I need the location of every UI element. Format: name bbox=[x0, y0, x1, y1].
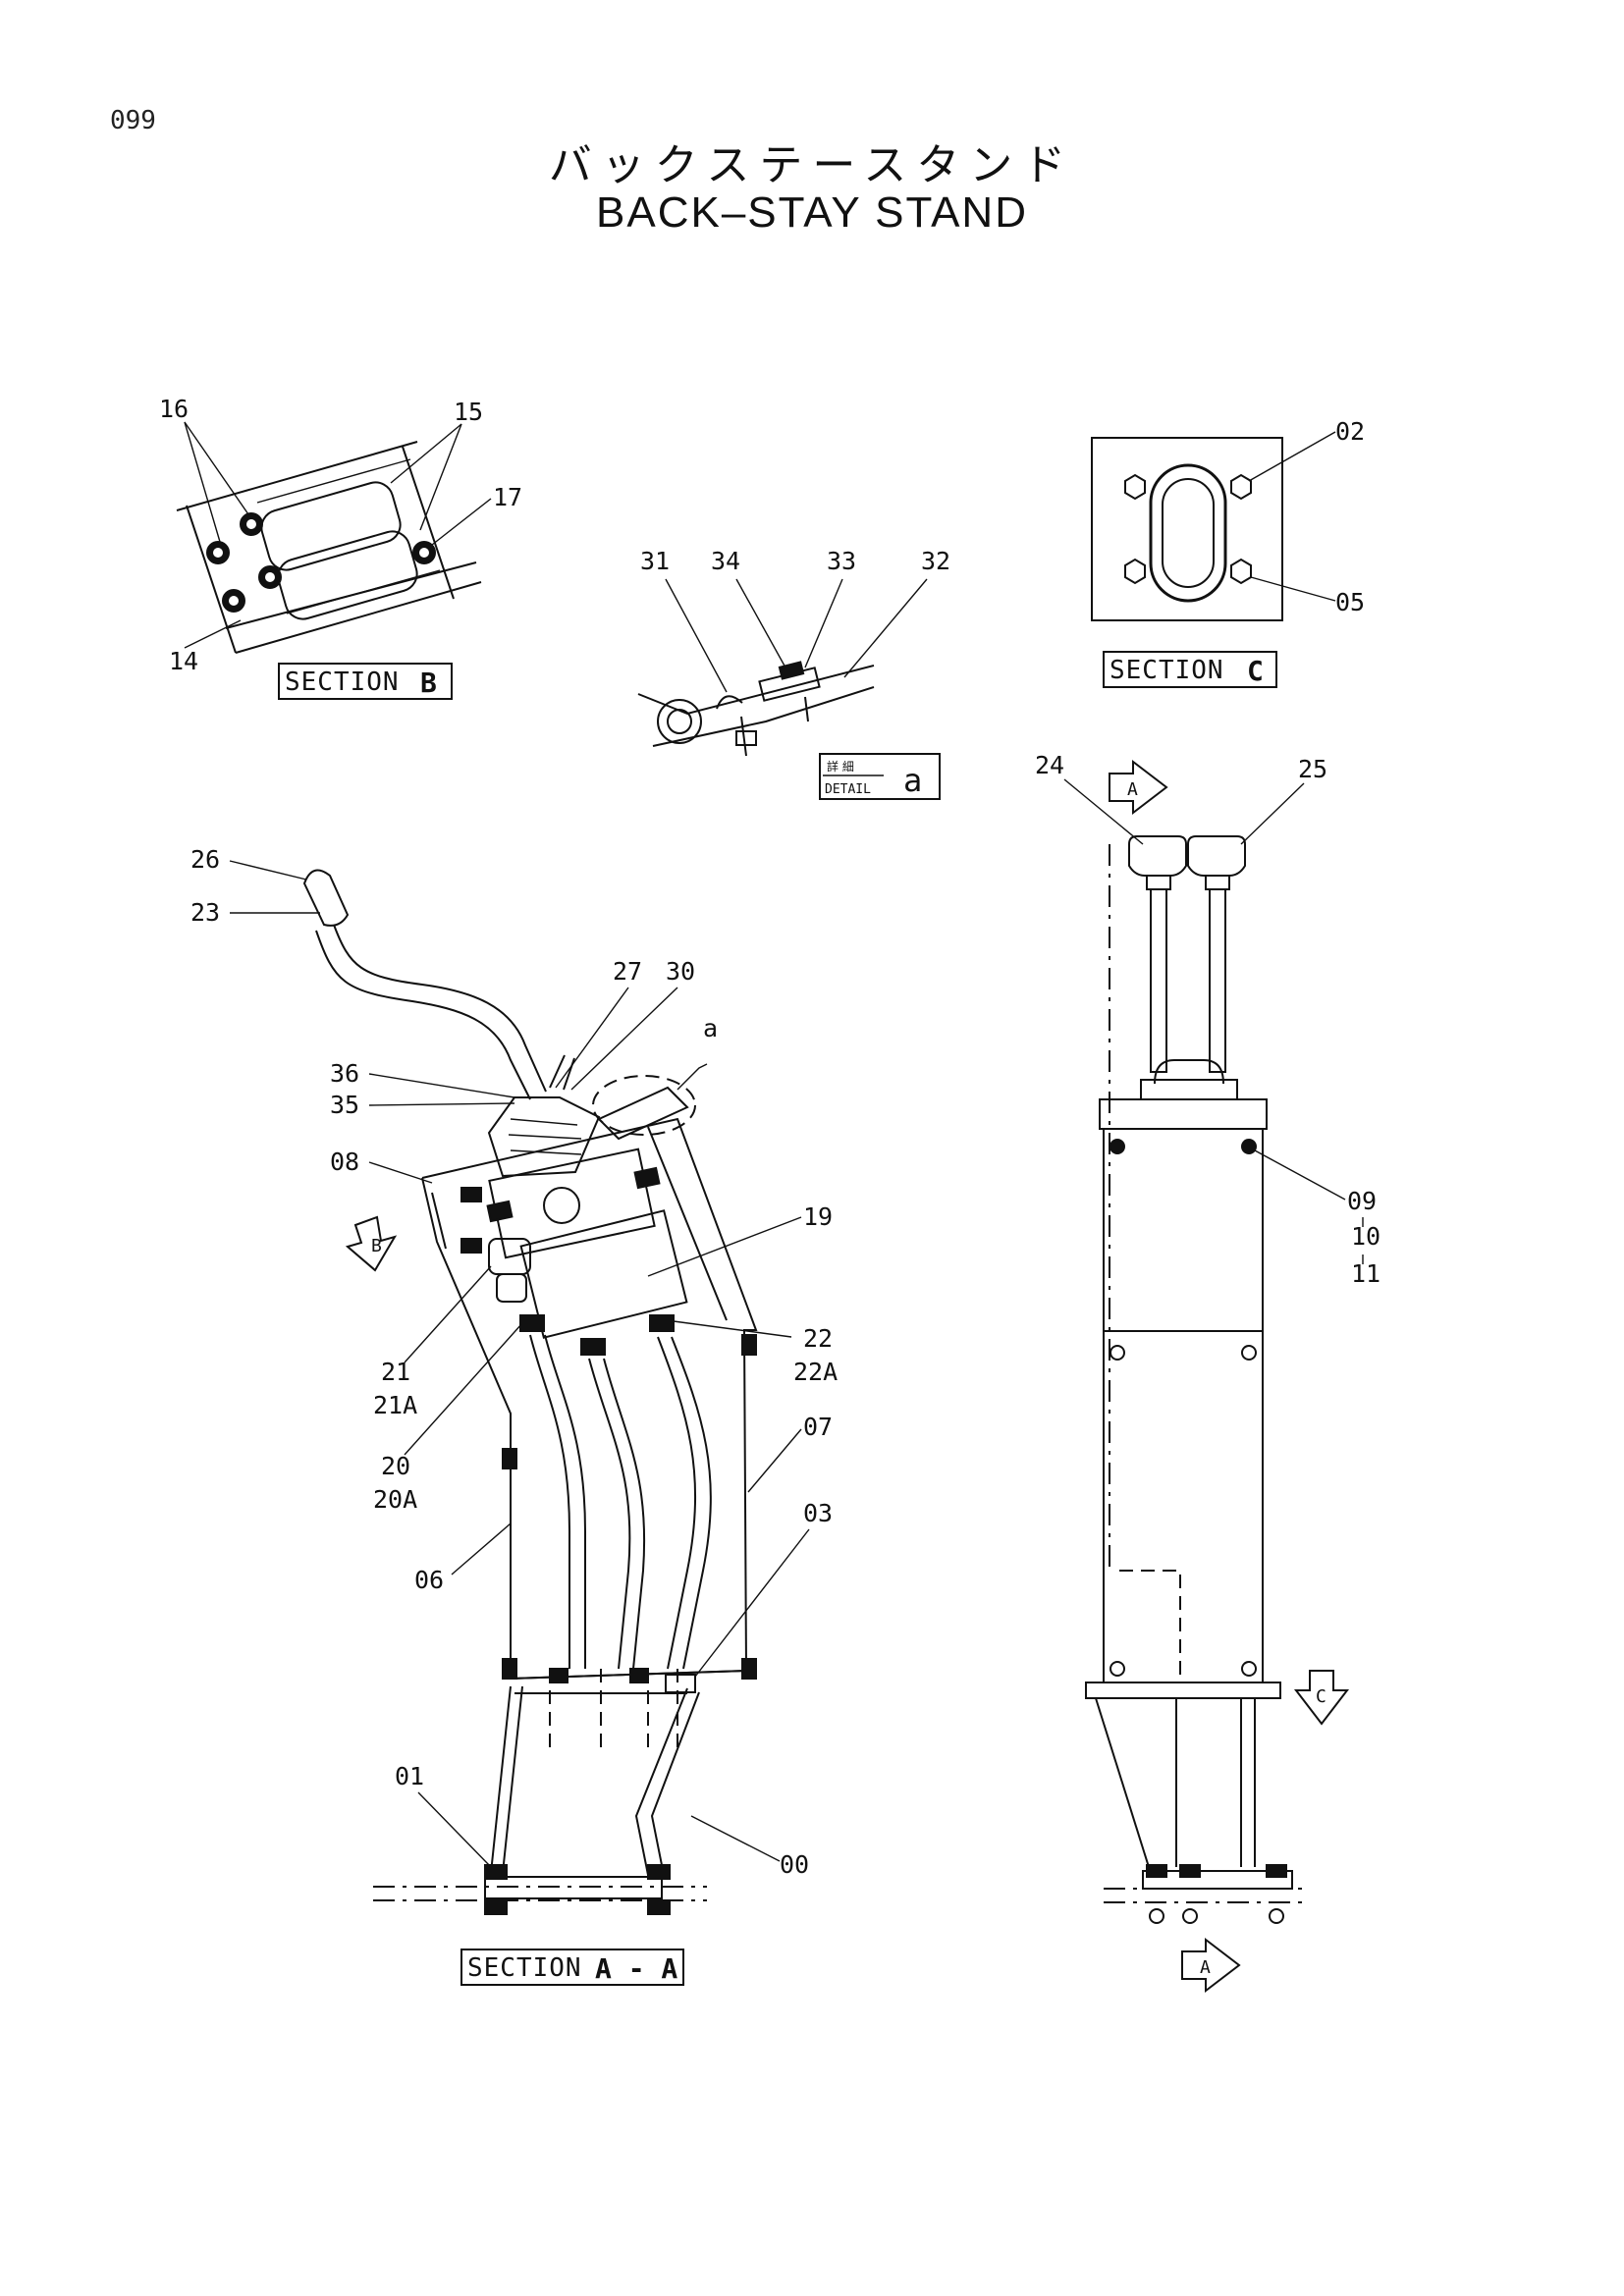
callout-34: 34 bbox=[711, 547, 740, 575]
page-number: 099 bbox=[110, 106, 156, 135]
callout-10: 10 bbox=[1351, 1222, 1380, 1251]
callout-31: 31 bbox=[640, 547, 670, 575]
view-arrow-b bbox=[345, 1215, 398, 1272]
callout-25: 25 bbox=[1298, 755, 1327, 783]
title-english: BACK–STAY STAND bbox=[596, 188, 1028, 237]
detail-a-letter: a bbox=[903, 762, 922, 799]
callout-23: 23 bbox=[190, 898, 220, 927]
callout-20: 20 bbox=[381, 1452, 410, 1480]
section-b-tag: SECTION bbox=[285, 667, 400, 697]
callout-32: 32 bbox=[921, 547, 950, 575]
side-view: A bbox=[1035, 751, 1380, 1994]
title-japanese: バックステースタンド bbox=[548, 140, 1076, 190]
callout-14: 14 bbox=[169, 647, 198, 675]
view-arrow-a-bottom-label: A bbox=[1200, 1957, 1211, 1978]
callout-26: 26 bbox=[190, 845, 220, 874]
view-arrow-c bbox=[1293, 1670, 1350, 1726]
section-c-view: 02 05 SECTION C bbox=[1091, 417, 1365, 688]
section-aa-view: 26 23 27 30 36 35 08 19 21 21A 22 22A 20… bbox=[190, 845, 838, 1986]
callout-a: a bbox=[703, 1014, 718, 1042]
callout-15: 15 bbox=[454, 398, 483, 426]
callout-20a: 20A bbox=[373, 1485, 417, 1514]
callout-01: 01 bbox=[395, 1762, 424, 1790]
callout-33: 33 bbox=[827, 547, 856, 575]
section-c-letter: C bbox=[1247, 655, 1264, 687]
view-arrow-a-bottom bbox=[1181, 1937, 1241, 1994]
callout-07: 07 bbox=[803, 1413, 833, 1441]
detail-a-tag-jp: 詳 細 bbox=[827, 759, 854, 774]
section-b-view: 16 15 17 14 SECTION B bbox=[159, 395, 522, 700]
view-arrow-b-label: B bbox=[371, 1236, 382, 1256]
callout-27: 27 bbox=[613, 957, 642, 986]
callout-08: 08 bbox=[330, 1148, 359, 1176]
section-c-tag: SECTION bbox=[1110, 656, 1224, 685]
section-aa-tag: SECTION bbox=[467, 1953, 582, 1983]
callout-30: 30 bbox=[666, 957, 695, 986]
callout-05: 05 bbox=[1335, 588, 1365, 616]
view-arrow-c-label: C bbox=[1316, 1686, 1326, 1707]
callout-03: 03 bbox=[803, 1499, 833, 1527]
callout-19: 19 bbox=[803, 1202, 833, 1231]
callout-11: 11 bbox=[1351, 1259, 1380, 1288]
callout-00: 00 bbox=[780, 1850, 809, 1879]
section-aa-letter: A - A bbox=[595, 1952, 677, 1985]
callout-21: 21 bbox=[381, 1358, 410, 1386]
callout-06: 06 bbox=[414, 1566, 444, 1594]
callout-02: 02 bbox=[1335, 417, 1365, 446]
section-b-letter: B bbox=[420, 667, 437, 699]
view-arrow-a-top bbox=[1109, 759, 1168, 816]
callout-09: 09 bbox=[1347, 1187, 1377, 1215]
detail-a-tag-en: DETAIL bbox=[825, 782, 871, 797]
callout-22a: 22A bbox=[793, 1358, 838, 1386]
callout-36: 36 bbox=[330, 1059, 359, 1088]
callout-21a: 21A bbox=[373, 1391, 417, 1419]
callout-16: 16 bbox=[159, 395, 189, 423]
callout-24: 24 bbox=[1035, 751, 1064, 779]
callout-22: 22 bbox=[803, 1324, 833, 1353]
view-arrow-a-top-label: A bbox=[1127, 779, 1138, 800]
callout-35: 35 bbox=[330, 1091, 359, 1119]
detail-a-view: 31 34 33 32 詳 細 DETAIL a bbox=[637, 547, 950, 800]
callout-17: 17 bbox=[493, 483, 522, 511]
